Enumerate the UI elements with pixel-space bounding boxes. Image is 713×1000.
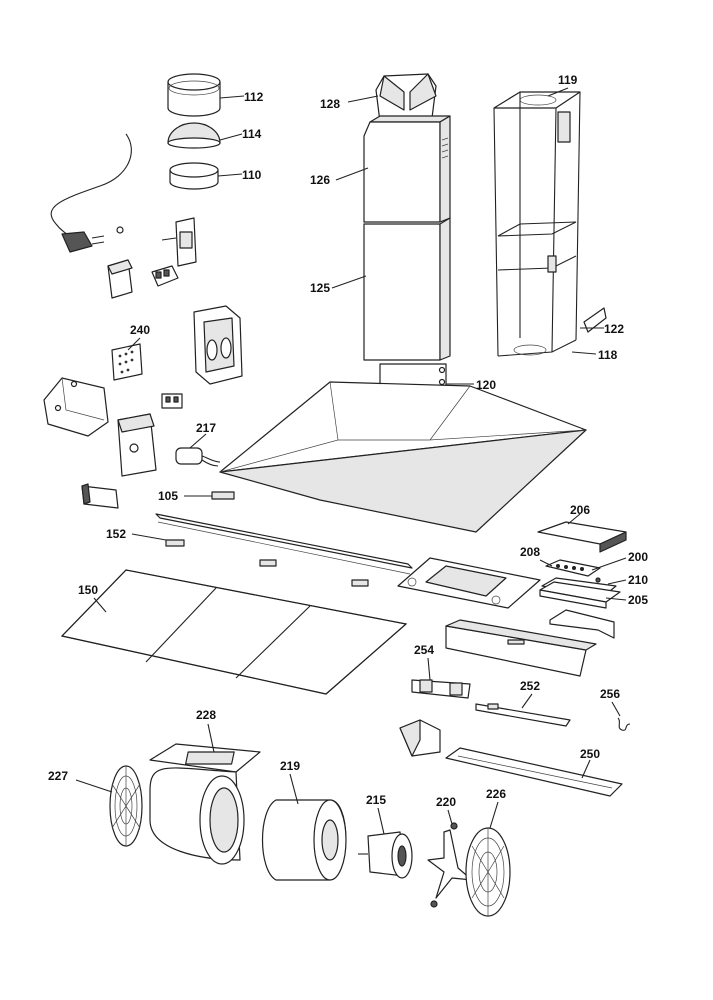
connector-block bbox=[161, 393, 183, 409]
callout-105: 105 bbox=[158, 489, 178, 503]
blower-housing-228 bbox=[149, 743, 261, 865]
callout-120: 120 bbox=[476, 378, 496, 392]
callout-217: 217 bbox=[196, 421, 216, 435]
glass-panel-250 bbox=[445, 747, 623, 797]
upper-chimney-126 bbox=[363, 115, 451, 223]
chimney-outlet-128 bbox=[375, 73, 437, 123]
fan-guard-227 bbox=[109, 765, 143, 847]
duct-collar-112 bbox=[167, 73, 221, 117]
callout-220: 220 bbox=[436, 795, 456, 809]
callout-114: 114 bbox=[242, 127, 262, 141]
capacitor-217 bbox=[175, 447, 221, 467]
filter-rail bbox=[155, 513, 413, 575]
spring-clip-256 bbox=[617, 717, 631, 731]
control-panel-206 bbox=[537, 521, 627, 553]
backdraft-flap-114 bbox=[167, 122, 221, 149]
callout-210: 210 bbox=[628, 573, 648, 587]
terminal-block bbox=[151, 265, 179, 287]
callout-126: 126 bbox=[310, 173, 330, 187]
power-cord bbox=[50, 133, 132, 253]
callout-112: 112 bbox=[244, 90, 264, 104]
callout-226: 226 bbox=[486, 787, 506, 801]
fan-wheel-219 bbox=[262, 799, 347, 881]
callout-200: 200 bbox=[628, 550, 648, 564]
front-profile bbox=[445, 619, 597, 677]
transformer-frame bbox=[193, 305, 243, 385]
light-switch bbox=[81, 483, 119, 509]
switch-plate bbox=[117, 413, 157, 477]
button-keys-208 bbox=[545, 559, 601, 577]
callout-208: 208 bbox=[520, 545, 540, 559]
bracket-122 bbox=[583, 307, 607, 333]
switch-bracket bbox=[161, 217, 197, 267]
duct-ring-110 bbox=[169, 162, 219, 190]
callout-215: 215 bbox=[366, 793, 386, 807]
motor-bracket-220 bbox=[427, 822, 473, 908]
callout-252: 252 bbox=[520, 679, 540, 693]
callout-256: 256 bbox=[600, 687, 620, 701]
callout-119: 119 bbox=[558, 73, 578, 87]
control-board-240 bbox=[111, 343, 143, 381]
grease-filter-150 bbox=[60, 569, 408, 695]
callout-128: 128 bbox=[320, 97, 340, 111]
callout-228: 228 bbox=[196, 708, 216, 722]
relay-box bbox=[107, 259, 133, 299]
light-holder-254 bbox=[411, 679, 471, 699]
callout-118: 118 bbox=[598, 348, 618, 362]
callout-254: 254 bbox=[414, 643, 434, 657]
hood-canopy bbox=[219, 381, 587, 533]
callout-152: 152 bbox=[106, 527, 126, 541]
filter-clip-152 bbox=[165, 539, 369, 587]
support-bracket bbox=[549, 609, 615, 639]
screw bbox=[116, 226, 124, 234]
duct-adapter bbox=[399, 719, 441, 757]
callout-240: 240 bbox=[130, 323, 150, 337]
callout-227: 227 bbox=[48, 769, 68, 783]
fan-guard-226 bbox=[465, 827, 511, 917]
light-panel bbox=[397, 557, 541, 609]
light-bulb-105 bbox=[211, 491, 235, 500]
callout-219: 219 bbox=[280, 759, 300, 773]
callout-150: 150 bbox=[78, 583, 98, 597]
control-housing-205 bbox=[539, 581, 621, 609]
leader-lines bbox=[75, 87, 627, 835]
callout-110: 110 bbox=[242, 168, 262, 182]
callout-125: 125 bbox=[310, 281, 330, 295]
inner-frame-119 bbox=[493, 91, 581, 357]
callout-122: 122 bbox=[604, 322, 624, 336]
lower-chimney-125 bbox=[363, 217, 451, 361]
callout-206: 206 bbox=[570, 503, 590, 517]
callout-250: 250 bbox=[580, 747, 600, 761]
light-strip-252 bbox=[475, 703, 571, 727]
motor-215 bbox=[358, 831, 413, 879]
callout-205: 205 bbox=[628, 593, 648, 607]
mounting-bracket bbox=[43, 377, 109, 437]
